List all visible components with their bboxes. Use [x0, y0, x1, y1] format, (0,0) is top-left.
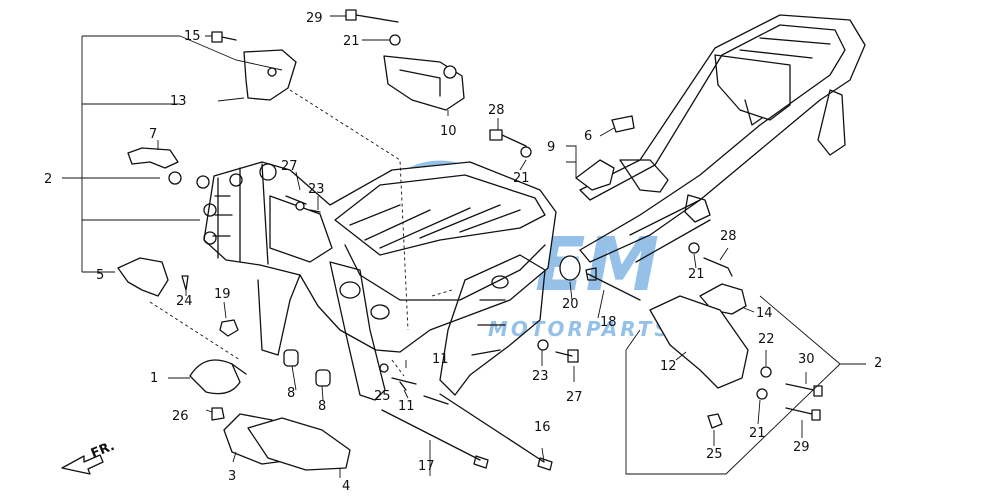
callout-21-right: 21 [688, 267, 705, 282]
callout-2-left: 2 [44, 172, 52, 187]
leader-lines [62, 15, 866, 478]
callout-23-b: 23 [532, 369, 549, 384]
callout-12: 12 [660, 359, 677, 374]
callout-25-a: 25 [374, 389, 391, 404]
callout-23-a: 23 [308, 182, 325, 197]
callout-6: 6 [584, 129, 592, 144]
small-parts [61, 9, 823, 475]
callout-labels: 15 13 7 2 5 24 19 1 26 8 8 3 4 27 23 29 … [44, 11, 882, 494]
callout-18: 18 [600, 315, 617, 330]
callout-22: 22 [758, 332, 775, 347]
callout-16: 16 [534, 420, 551, 435]
callout-29-low: 29 [793, 440, 810, 455]
callout-28-a: 28 [488, 103, 505, 118]
rear-sub-frame [579, 14, 866, 263]
callout-26: 26 [172, 409, 189, 424]
callout-8-b: 8 [318, 399, 326, 414]
callout-30: 30 [798, 352, 815, 367]
callout-20: 20 [562, 297, 579, 312]
front-direction-arrow-icon [61, 454, 104, 475]
callout-25-b: 25 [706, 447, 723, 462]
front-direction-label: FR. [89, 439, 117, 462]
callout-8-a: 8 [287, 386, 295, 401]
callout-9: 9 [547, 140, 555, 155]
callout-21-low: 21 [749, 426, 766, 441]
callout-27-a: 27 [281, 159, 298, 174]
callout-21-mid: 21 [513, 171, 530, 186]
callout-5: 5 [96, 268, 104, 283]
callout-21-top: 21 [343, 34, 360, 49]
callout-15: 15 [184, 29, 201, 44]
callout-28-b: 28 [720, 229, 737, 244]
callout-24: 24 [176, 294, 193, 309]
callout-29-top: 29 [306, 11, 323, 26]
callout-11-a: 11 [432, 352, 449, 367]
main-frame-body [203, 161, 557, 401]
callout-4: 4 [342, 479, 350, 494]
callout-1: 1 [150, 371, 158, 386]
callout-7: 7 [149, 127, 157, 142]
callout-17: 17 [418, 459, 435, 474]
callout-3: 3 [228, 469, 236, 484]
callout-13: 13 [170, 94, 187, 109]
callout-14: 14 [756, 306, 773, 321]
callout-10: 10 [440, 124, 457, 139]
callout-19: 19 [214, 287, 231, 302]
callout-2-right: 2 [874, 356, 882, 371]
callout-27-b: 27 [566, 390, 583, 405]
watermark-sub: MOTORPARTS [488, 317, 672, 341]
callout-11-b: 11 [398, 399, 415, 414]
